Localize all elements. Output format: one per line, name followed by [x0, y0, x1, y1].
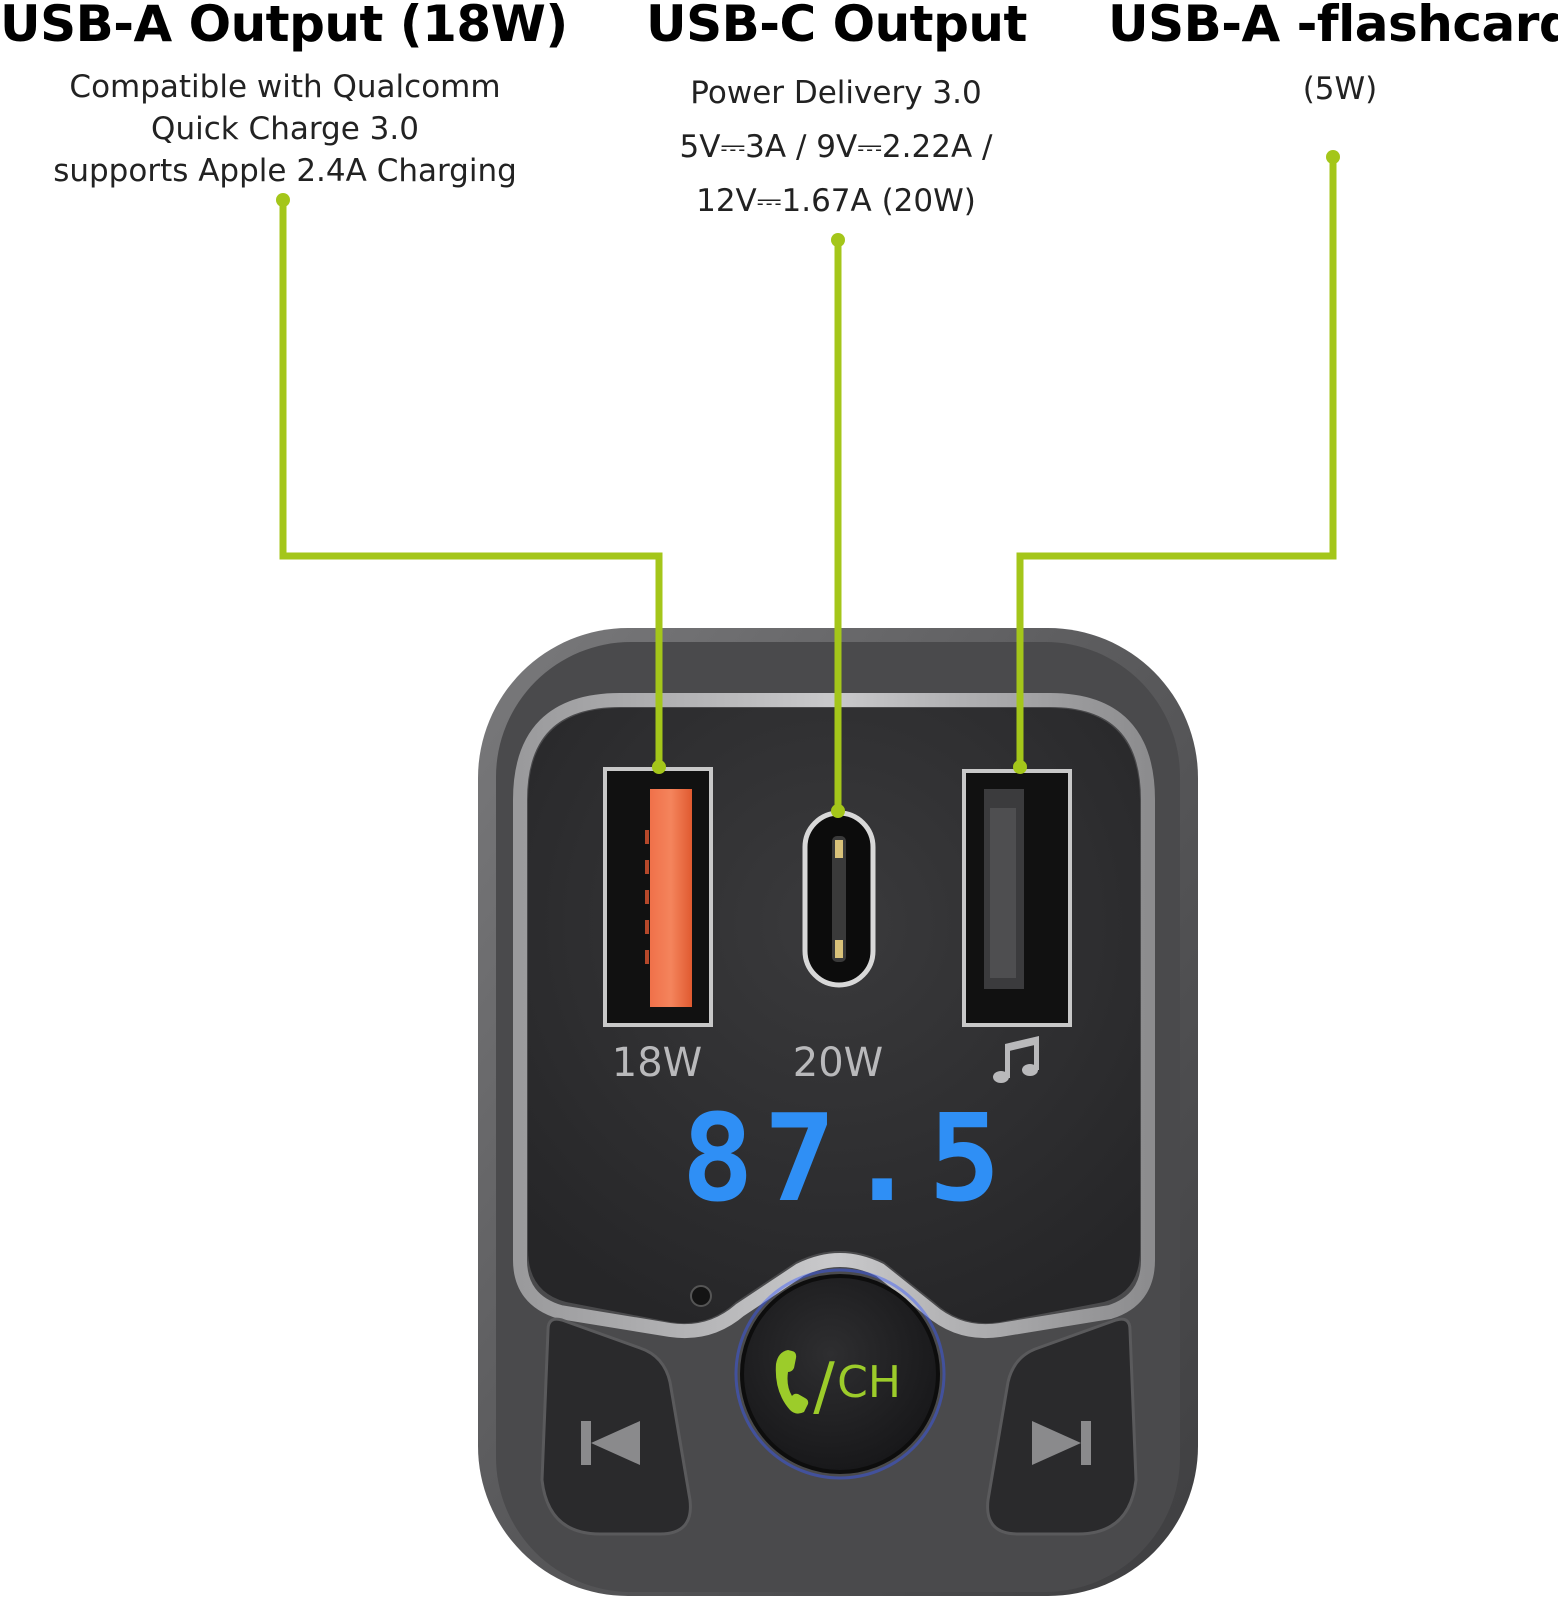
usb-a-flashcard-callout-line — [1016, 157, 1337, 768]
port-label-20w: 20W — [793, 1040, 883, 1086]
music-note-icon — [993, 1036, 1039, 1083]
phone-icon — [775, 1350, 809, 1414]
usb-c-callout-dot-bottom — [831, 804, 845, 818]
usb-c-description: Power Delivery 3.0 5V⎓3A / 9V⎓2.22A / 12… — [596, 66, 1076, 228]
port-label-18w: 18W — [612, 1040, 702, 1086]
usb-a-flashcard-insert-face — [990, 808, 1016, 978]
usb-c-contact-bottom — [835, 940, 843, 958]
usb-a-18w-desc-line-3: supports Apple 2.4A Charging — [53, 153, 517, 189]
charger-chrome-rim — [513, 693, 1155, 1339]
callout-dots — [276, 150, 1340, 818]
usb-a-flashcard-callout-dot-top — [1326, 150, 1340, 164]
usb-a-flashcard-heading: USB-A -flashcard — [1108, 0, 1558, 53]
usb-a-18w-description: Compatible with Qualcomm Quick Charge 3.… — [0, 66, 570, 192]
center-knob[interactable] — [740, 1274, 940, 1474]
usb-a-18w-heading: USB-A Output (18W) — [0, 0, 568, 53]
usb-c-callout-dot-top — [831, 233, 845, 247]
usb-a-18w-insert — [650, 789, 692, 1007]
usb-a-18w-desc-line-1: Compatible with Qualcomm — [69, 69, 501, 105]
usb-a-flashcard-description: (5W) — [1140, 68, 1540, 110]
microphone-hole — [690, 1285, 712, 1307]
next-track-icon — [1032, 1421, 1091, 1465]
previous-track-button[interactable] — [540, 1317, 692, 1536]
center-knob-glow — [734, 1268, 946, 1480]
center-button-label: CH — [837, 1357, 901, 1408]
previous-track-icon — [581, 1421, 640, 1465]
usb-a-18w-contacts — [645, 830, 649, 964]
usb-a-18w-callout-dot-top — [276, 193, 290, 207]
next-track-button[interactable] — [986, 1317, 1138, 1536]
usb-c-tongue — [832, 836, 846, 962]
usb-c-desc-line-2: 5V⎓3A / 9V⎓2.22A / — [679, 129, 993, 165]
center-button-slash: / — [813, 1350, 835, 1424]
usb-c-contact-top — [835, 840, 843, 858]
usb-a-18w-desc-line-2: Quick Charge 3.0 — [151, 111, 419, 147]
callout-lines — [279, 157, 1337, 811]
usb-a-18w-callout-dot-bottom — [652, 760, 666, 774]
usb-c-heading: USB-C Output — [646, 0, 1027, 53]
usb-c-desc-line-3: 12V⎓1.67A (20W) — [696, 183, 976, 219]
usb-a-flashcard-callout-dot-bottom — [1013, 760, 1027, 774]
usb-a-flashcard-desc-line-1: (5W) — [1302, 71, 1378, 107]
usb-c-desc-line-1: Power Delivery 3.0 — [690, 75, 982, 111]
frequency-display: 87.5 — [682, 1090, 1011, 1229]
usb-a-18w-callout-line — [279, 200, 663, 768]
